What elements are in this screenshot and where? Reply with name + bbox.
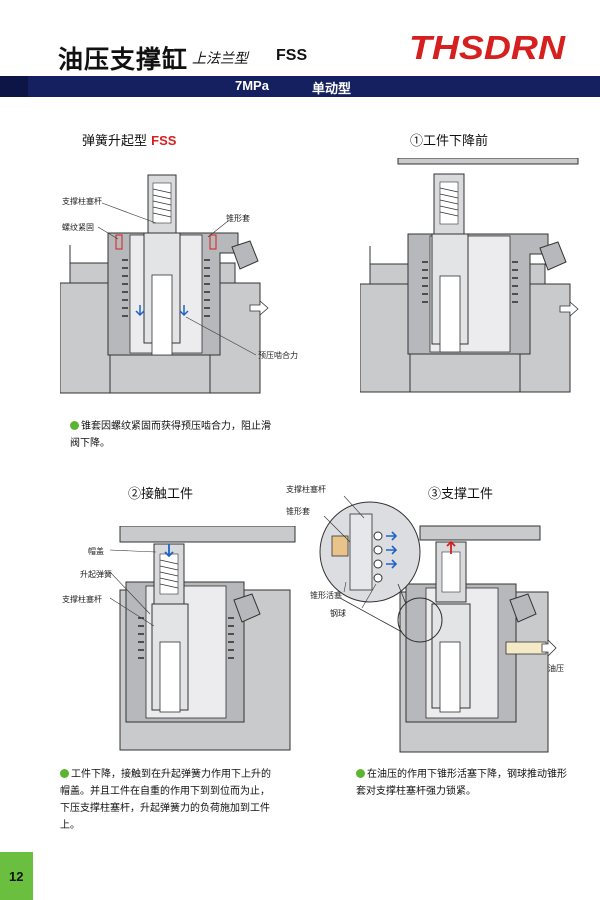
label-oil: 油压 bbox=[548, 664, 564, 673]
note-main: 锥套因螺纹紧固而获得预压啮合力，阻止滑阀下降。 bbox=[70, 418, 280, 452]
banner-pressure: 7MPa bbox=[235, 78, 269, 93]
brand-logo: THSDRN bbox=[409, 29, 566, 66]
label-spring: 升起弹簧 bbox=[80, 570, 112, 579]
page-subtitle: 上法兰型 bbox=[192, 51, 248, 67]
label-nut-main: 螺纹紧固 bbox=[62, 223, 94, 232]
page-number-tab bbox=[0, 852, 33, 900]
bullet-dot bbox=[60, 769, 69, 778]
section-main-label: 弹簧升起型 bbox=[82, 134, 148, 149]
label-cone-3: 锥形套 bbox=[286, 507, 310, 516]
label-rod-2: 支撑柱塞杆 bbox=[62, 595, 102, 604]
section-3-title: ③支撑工件 bbox=[428, 487, 494, 502]
label-rod-main: 支撑柱塞杆 bbox=[62, 197, 102, 206]
section-1-title: ①工件下降前 bbox=[410, 134, 489, 149]
bullet-dot bbox=[70, 421, 79, 430]
label-rod-3: 支撑柱塞杆 bbox=[286, 485, 326, 494]
note-2-text: 工件下降，接触到在升起弹簧力作用下上升的帽盖。并且工件在自重的作用下到到位而为止… bbox=[60, 769, 271, 831]
page-title: 油压支撑缸 bbox=[58, 45, 189, 74]
diagram-before-descend bbox=[360, 158, 579, 393]
note-3-text: 在油压的作用下锥形活塞下降，钢球推动锥形套对支撑柱塞杆强力锁紧。 bbox=[356, 769, 567, 797]
label-cone-main: 锥形套 bbox=[226, 214, 250, 223]
model-code: FSS bbox=[276, 47, 308, 64]
brand-name: THSDRN bbox=[409, 29, 566, 66]
page-number: 12 bbox=[9, 869, 24, 884]
label-cap: 帽盖 bbox=[88, 547, 104, 556]
section-main-model: FSS bbox=[151, 133, 177, 148]
label-ball: 钢球 bbox=[330, 609, 346, 618]
banner-type: 单动型 bbox=[312, 82, 352, 97]
label-preload: 预压啮合力 bbox=[258, 351, 298, 360]
note-3: 在油压的作用下锥形活塞下降，钢球推动锥形套对支撑柱塞杆强力锁紧。 bbox=[356, 766, 568, 800]
banner-strip bbox=[0, 76, 28, 97]
label-piston: 锥形活塞 bbox=[310, 591, 342, 600]
diagram-support-workpiece bbox=[319, 495, 557, 753]
section-2-title: ②接触工件 bbox=[128, 487, 194, 502]
diagram-contact-workpiece bbox=[110, 526, 296, 751]
spec-banner bbox=[0, 76, 600, 97]
bullet-dot bbox=[356, 769, 365, 778]
note-main-text: 锥套因螺纹紧固而获得预压啮合力，阻止滑阀下降。 bbox=[70, 421, 271, 449]
note-2: 工件下降，接触到在升起弹簧力作用下上升的帽盖。并且工件在自重的作用下到到位而为止… bbox=[60, 766, 278, 834]
section-main-title: 弹簧升起型 FSS bbox=[82, 130, 176, 149]
diagram-spring-rise bbox=[60, 174, 269, 394]
